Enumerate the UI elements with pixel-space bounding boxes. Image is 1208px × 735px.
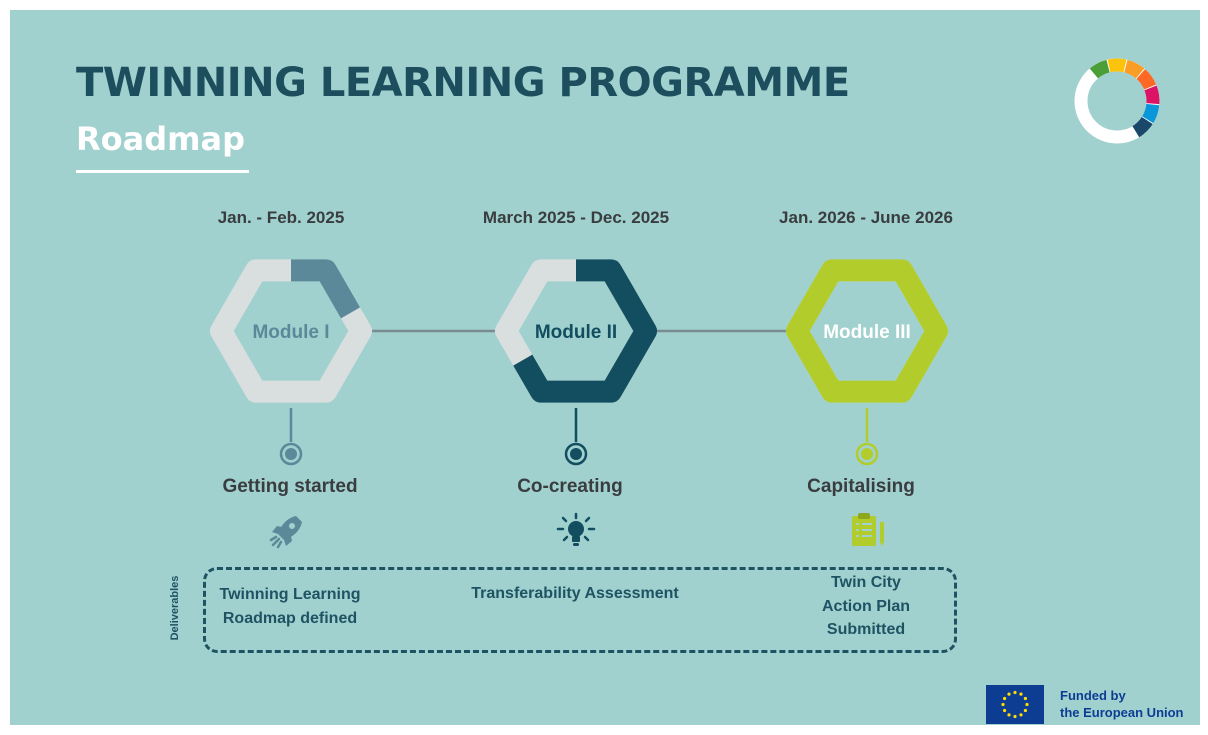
deliverable-1-line-1: Twinning Learning xyxy=(219,586,361,603)
module-3-period: Jan. 2026 - June 2026 xyxy=(779,208,953,227)
module-3-label: Module III xyxy=(823,322,911,343)
funding-statement: Funded by the European Union xyxy=(1060,687,1184,721)
roadmap-diagram: Module I Module II Module III xyxy=(210,259,948,466)
subtitle-underline xyxy=(76,170,249,173)
module-2-node-ring xyxy=(564,442,588,466)
module-1-node-dot xyxy=(285,448,297,460)
eu-star xyxy=(1003,708,1007,713)
module-2-period: March 2025 - Dec. 2025 xyxy=(482,208,670,227)
module-2-node-dot xyxy=(570,448,582,460)
module-3-progress-ring xyxy=(786,259,948,403)
sdg-segment xyxy=(1136,69,1157,90)
eu-star xyxy=(1003,696,1007,701)
deliverables-label: Deliverables xyxy=(169,575,181,641)
slide: TWINNING LEARNING PROGRAMME Roadmap Modu… xyxy=(10,10,1200,725)
eu-star xyxy=(1007,713,1011,717)
module-1-period: Jan. - Feb. 2025 xyxy=(217,208,345,227)
eu-flag-field xyxy=(986,685,1044,724)
eu-flag-icon xyxy=(986,685,1044,724)
lightbulb-icon xyxy=(556,512,596,546)
eu-star xyxy=(1019,713,1023,717)
eu-star xyxy=(1025,702,1029,707)
sdg-segment xyxy=(1132,116,1153,138)
deliverable-3-line-2: Action Plan xyxy=(821,597,910,615)
rocket-icon xyxy=(269,516,302,549)
eu-star xyxy=(1019,692,1023,696)
module-2-label: Module II xyxy=(535,322,617,343)
module-2-phase: Co-creating xyxy=(517,476,623,497)
module-1-phase: Getting started xyxy=(222,476,358,497)
funding-line-1: Funded by xyxy=(1060,688,1126,703)
module-1-label: Module I xyxy=(252,322,329,343)
sdg-segment xyxy=(1123,59,1145,79)
eu-star xyxy=(1013,714,1017,719)
funding-line-2: the European Union xyxy=(1060,705,1184,720)
module-3-node-dot xyxy=(861,448,873,460)
deliverable-2: Transferability Assessment xyxy=(440,582,710,606)
eu-star xyxy=(1001,702,1005,707)
eu-star xyxy=(1023,708,1027,713)
sdg-segment xyxy=(1107,58,1127,73)
module-3-node-ring xyxy=(855,442,879,466)
module-1-progress-ring xyxy=(210,259,372,403)
deliverable-3: Twin City Action Plan Submitted xyxy=(796,571,936,642)
module-3-phase: Capitalising xyxy=(807,476,915,497)
deliverable-1: Twinning Learning Roadmap defined xyxy=(210,583,370,630)
deliverable-3-line-3: Submitted xyxy=(826,621,906,638)
sdg-segment xyxy=(1142,103,1160,124)
sdg-segment xyxy=(1144,85,1160,105)
clipboard-icon xyxy=(852,513,884,546)
eu-star xyxy=(1013,690,1017,695)
deliverable-2-line-1: Transferability Assessment xyxy=(471,585,679,602)
deliverable-1-line-2: Roadmap defined xyxy=(222,609,358,627)
page-title: TWINNING LEARNING PROGRAMME xyxy=(76,60,850,106)
page-subtitle: Roadmap xyxy=(76,120,245,158)
deliverable-3-line-1: Twin City xyxy=(831,574,901,591)
sdg-wheel-logo xyxy=(1074,58,1160,144)
eu-star xyxy=(1007,692,1011,696)
deliverables-box xyxy=(203,567,957,653)
eu-star xyxy=(1023,696,1027,701)
sdg-segment xyxy=(1089,59,1111,79)
module-2-progress-ring xyxy=(495,259,657,403)
module-1-node-ring xyxy=(279,442,303,466)
